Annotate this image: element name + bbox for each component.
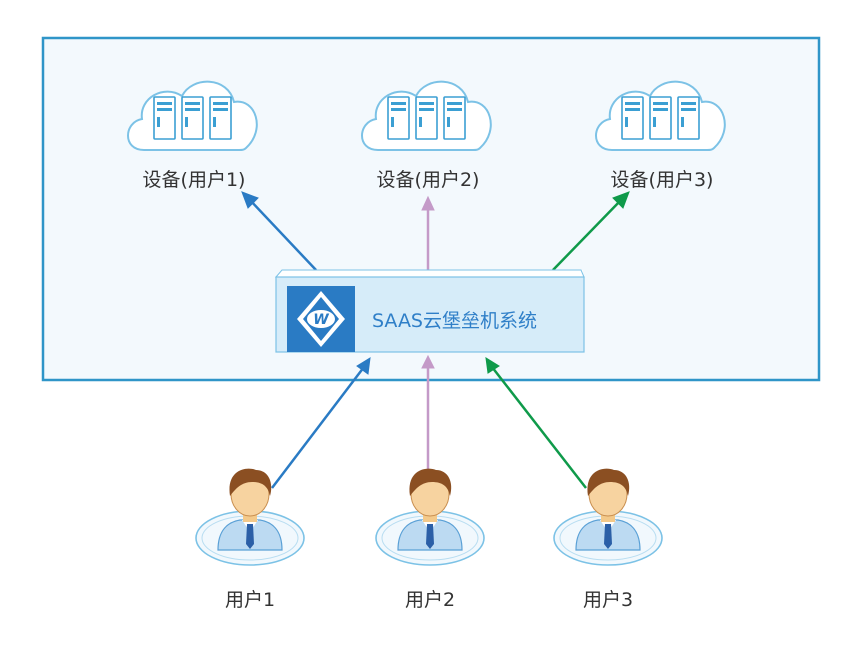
saas-system-box: W SAAS云堡垒机系统 xyxy=(274,269,585,353)
device-label-2: 设备(用户2) xyxy=(377,169,480,191)
link-user1-to-device xyxy=(241,191,317,271)
user-avatar-icon xyxy=(553,467,663,566)
svg-text:W: W xyxy=(313,312,329,328)
device-label-1: 设备(用户1) xyxy=(143,169,246,191)
user-label-2: 用户2 xyxy=(405,589,455,611)
user-label-3: 用户3 xyxy=(583,589,633,611)
system-label: SAAS云堡垒机系统 xyxy=(372,310,537,332)
link-user3-to-system xyxy=(485,357,587,489)
user-avatar-icon xyxy=(375,467,485,566)
device-label-3: 设备(用户3) xyxy=(611,169,714,191)
w-logo-icon: W xyxy=(297,291,345,347)
link-user2-to-system xyxy=(421,354,435,472)
user-avatar-icon xyxy=(195,467,305,566)
user-label-1: 用户1 xyxy=(225,589,275,611)
link-user2-to-device xyxy=(421,195,435,270)
link-user3-to-device xyxy=(552,191,630,271)
link-user1-to-system xyxy=(271,357,371,489)
